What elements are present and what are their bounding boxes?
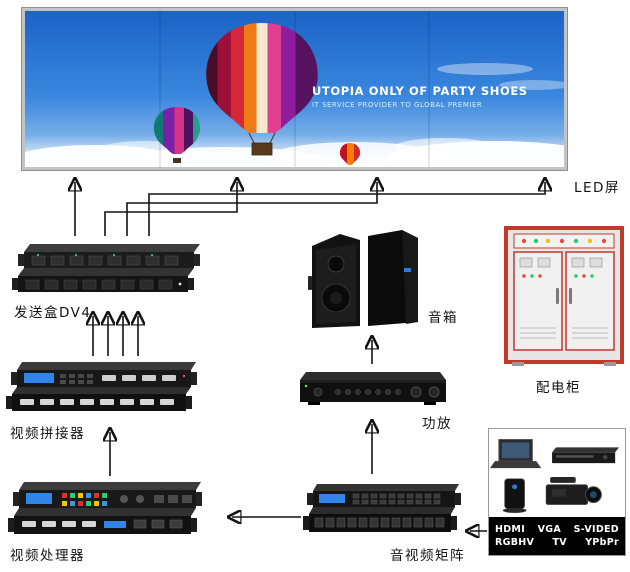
source-formats-line2: RGBHV TV YPbPr [495,536,619,548]
amplifier-device [296,366,448,410]
settop-box-icon [502,478,527,513]
format-ypbpr: YPbPr [585,536,619,548]
video-processor-device [4,476,209,542]
format-hdmi: HDMI [495,524,526,535]
source-formats-strip: HDMI VGA S-VIDED RGBHV TV YPbPr [489,517,625,555]
processor-buttons [62,493,107,506]
av-matrix-label: 音视频矩阵 [390,548,465,564]
source-devices-gallery [489,429,625,517]
sender-box-label: 发送盒DV4 [14,305,92,321]
camcorder-icon [545,476,602,505]
balloon-basket [251,142,273,156]
led-screen-label: LED屏 [574,180,620,196]
speaker-label: 音箱 [428,310,458,326]
amplifier-label: 功放 [422,416,452,432]
splicer-lcd [24,373,54,383]
laptop-icon [489,439,542,469]
power-cabinet-device [504,226,624,368]
cloud-puffs [25,63,564,167]
medium-balloon [153,107,201,163]
screen-headline: UTOPIA ONLY OF PARTY SHOES [312,84,528,98]
large-balloon [206,23,318,156]
av-matrix-device [303,476,465,542]
led-screen-image: UTOPIA ONLY OF PARTY SHOES IT SERVICE PR… [25,11,564,167]
sender-box-device [8,236,208,300]
matrix-lcd [319,494,345,503]
power-cabinet-label: 配电柜 [536,380,581,396]
processor-lcd [26,493,52,504]
format-vga: VGA [537,524,562,535]
arrow-sender-to-screen-2 [104,182,237,236]
speaker-device [306,226,424,334]
format-svideo: S-VIDED [573,524,619,535]
screen-subheadline: IT SERVICE PROVIDER TO GLOBAL PREMIER [312,101,482,109]
video-splicer-label: 视频拼接器 [10,426,85,442]
source-devices-box: HDMI VGA S-VIDED RGBHV TV YPbPr [488,428,626,556]
format-tv: TV [552,536,567,548]
format-rgbhv: RGBHV [495,536,535,548]
video-processor-label: 视频处理器 [10,548,85,564]
small-balloon [339,143,361,165]
led-screen: UTOPIA ONLY OF PARTY SHOES IT SERVICE PR… [21,7,568,171]
source-formats-line1: HDMI VGA S-VIDED [495,525,619,535]
indicator-lights [521,238,607,244]
matrix-buttons [352,493,441,505]
video-splicer-device [4,356,204,420]
dvd-player-icon [552,447,620,464]
